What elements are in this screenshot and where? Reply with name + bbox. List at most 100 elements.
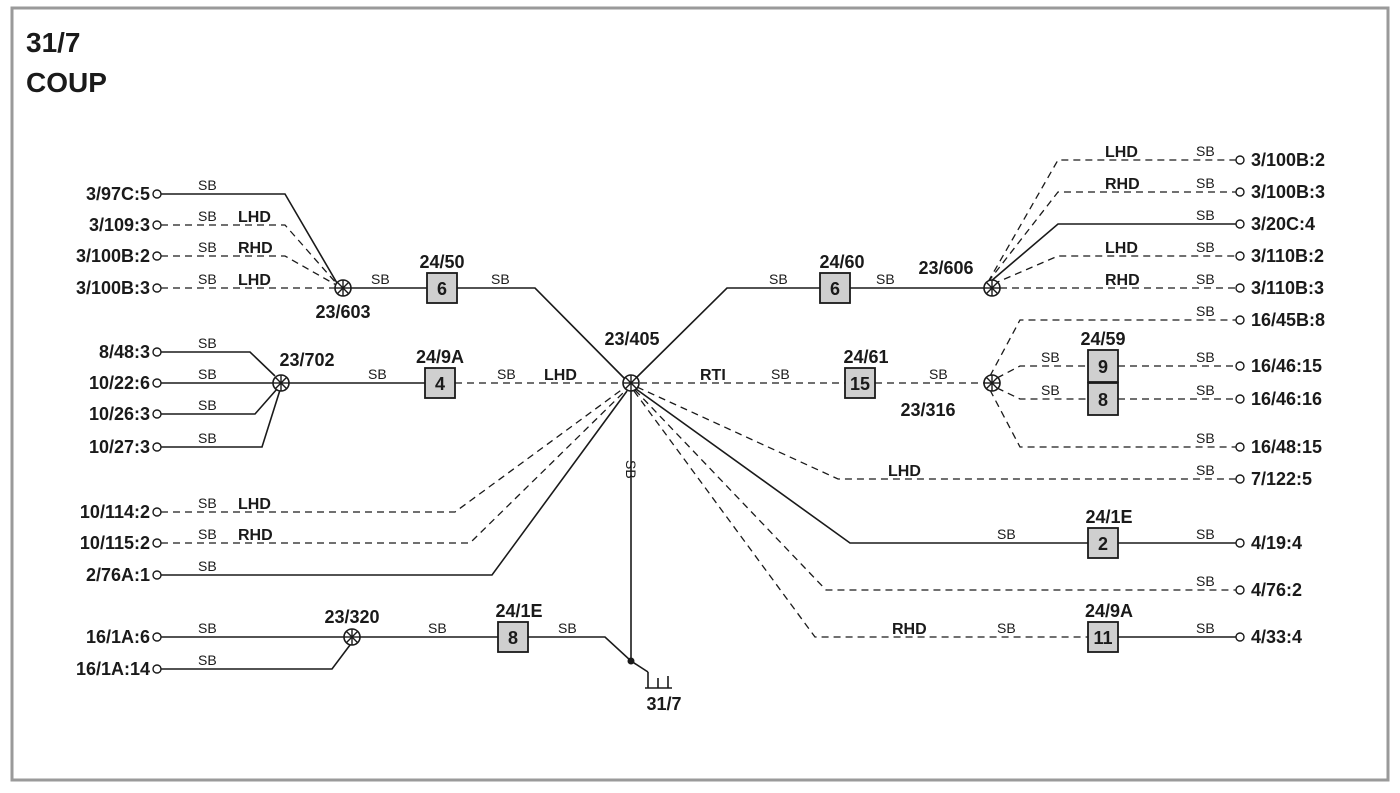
wire-color-label: SB bbox=[371, 271, 390, 287]
component-number: 2 bbox=[1098, 534, 1108, 554]
terminal-icon bbox=[152, 507, 162, 517]
wire-color-label: SB bbox=[1196, 349, 1215, 365]
wire-color-label: SB bbox=[929, 366, 948, 382]
variant-label: RHD bbox=[1105, 272, 1140, 289]
ground-point: 31/7 SB bbox=[623, 391, 682, 714]
connector-label: 3/110B:2 bbox=[1251, 246, 1324, 266]
terminal-icon bbox=[152, 347, 162, 357]
connector-label: 2/76A:1 bbox=[86, 565, 150, 585]
connector-label: 7/122:5 bbox=[1251, 469, 1312, 489]
terminal-icon bbox=[152, 632, 162, 642]
terminal-icon bbox=[1235, 251, 1245, 261]
title-code: 31/7 bbox=[26, 27, 81, 58]
wire-color-label: SB bbox=[1196, 207, 1215, 223]
connector-label: 3/100B:3 bbox=[1251, 182, 1325, 202]
terminal-icon bbox=[152, 538, 162, 548]
component-box bbox=[1087, 349, 1119, 383]
connector-label: 16/1A:14 bbox=[76, 659, 150, 679]
variant-label: LHD bbox=[238, 272, 271, 289]
variant-label: RHD bbox=[238, 240, 273, 257]
wire-color-label: SB bbox=[198, 620, 217, 636]
variant-label: LHD bbox=[238, 496, 271, 513]
terminal-icon bbox=[1235, 361, 1245, 371]
diagram-frame bbox=[10, 6, 1390, 782]
wire-color-label: SB bbox=[491, 271, 510, 287]
group-23-606: 3/100B:2 3/100B:3 3/20C:4 3/110B:2 3/110… bbox=[635, 143, 1325, 379]
terminal-icon bbox=[1235, 219, 1245, 229]
terminal-icon bbox=[1235, 187, 1245, 197]
wire-color-label: SB bbox=[428, 620, 447, 636]
connector-label: 16/45B:8 bbox=[1251, 310, 1325, 330]
splice-icon bbox=[334, 279, 352, 297]
connector-label: 3/109:3 bbox=[89, 215, 150, 235]
group-23-702: 8/48:3 10/22:6 10/26:3 10/27:3 SB SB SB … bbox=[89, 335, 622, 457]
wire-color-label: SB bbox=[558, 620, 577, 636]
component-number: 6 bbox=[437, 279, 447, 299]
group-left-lower: 10/114:2 10/115:2 2/76A:1 SB LHD SB RHD … bbox=[80, 387, 628, 585]
splice-icon bbox=[343, 628, 361, 646]
component-number: 8 bbox=[508, 628, 518, 648]
terminal-icon bbox=[152, 283, 162, 293]
component-number: 11 bbox=[1093, 628, 1112, 648]
connector-label: 3/110B:3 bbox=[1251, 278, 1324, 298]
terminal-icon bbox=[152, 220, 162, 230]
wire-color-label: SB bbox=[769, 271, 788, 287]
variant-label: RHD bbox=[238, 527, 273, 544]
component-label: 24/1E bbox=[495, 601, 542, 621]
component-box bbox=[497, 621, 529, 653]
connector-label: 10/27:3 bbox=[89, 437, 150, 457]
component-label: 24/60 bbox=[819, 252, 864, 272]
group-23-316: 16/45B:8 16/46:15 16/46:16 16/48:15 RTI … bbox=[640, 303, 1325, 457]
connector-label: 10/22:6 bbox=[89, 373, 150, 393]
connector-label: 16/46:16 bbox=[1251, 389, 1322, 409]
component-box bbox=[1087, 621, 1119, 653]
terminal-icon bbox=[152, 409, 162, 419]
component-box bbox=[819, 272, 851, 304]
wire-color-label: SB bbox=[198, 526, 217, 542]
splice-icon bbox=[983, 279, 1001, 297]
terminal-icon bbox=[1235, 283, 1245, 293]
wire-color-label: SB bbox=[1196, 239, 1215, 255]
component-label: 24/59 bbox=[1080, 329, 1125, 349]
wire-color-label: SB bbox=[497, 366, 516, 382]
wire-color-label: SB bbox=[1196, 271, 1215, 287]
wire-color-label: SB bbox=[1196, 430, 1215, 446]
terminal-icon bbox=[152, 251, 162, 261]
wire-color-label: SB bbox=[997, 526, 1016, 542]
wire-color-label: SB bbox=[198, 208, 217, 224]
terminal-icon bbox=[1235, 315, 1245, 325]
component-label: 24/61 bbox=[843, 347, 888, 367]
wire-color-label: SB bbox=[198, 335, 217, 351]
component-box bbox=[1087, 527, 1119, 559]
variant-label: RTI bbox=[700, 367, 726, 384]
splice-label: 23/603 bbox=[315, 302, 370, 322]
connector-label: 3/100B:3 bbox=[76, 278, 150, 298]
component-number: 8 bbox=[1098, 390, 1108, 410]
terminal-icon bbox=[1235, 538, 1245, 548]
component-label: 24/50 bbox=[419, 252, 464, 272]
wire-color-label: SB bbox=[771, 366, 790, 382]
variant-label: LHD bbox=[1105, 240, 1138, 257]
wire-color-label: SB bbox=[1196, 462, 1215, 478]
component-label: 24/9A bbox=[416, 347, 464, 367]
wire-color-label: SB bbox=[198, 271, 217, 287]
splice-icon bbox=[983, 374, 1001, 392]
connector-label: 8/48:3 bbox=[99, 342, 150, 362]
component-number: 6 bbox=[830, 279, 840, 299]
terminal-icon bbox=[152, 664, 162, 674]
splice-icon bbox=[622, 374, 640, 392]
connector-label: 3/100B:2 bbox=[76, 246, 150, 266]
wire-color-label: SB bbox=[997, 620, 1016, 636]
connector-label: 16/1A:6 bbox=[86, 627, 150, 647]
component-box bbox=[844, 367, 876, 399]
connector-label: 4/33:4 bbox=[1251, 627, 1302, 647]
terminal-icon bbox=[152, 442, 162, 452]
wire-color-label: SB bbox=[198, 177, 217, 193]
wire-color-label: SB bbox=[1196, 143, 1215, 159]
component-label: 24/1E bbox=[1085, 507, 1132, 527]
wire-color-label: SB bbox=[1196, 382, 1215, 398]
variant-label: RHD bbox=[892, 621, 927, 638]
component-number: 9 bbox=[1098, 357, 1108, 377]
variant-label: RHD bbox=[1105, 176, 1140, 193]
